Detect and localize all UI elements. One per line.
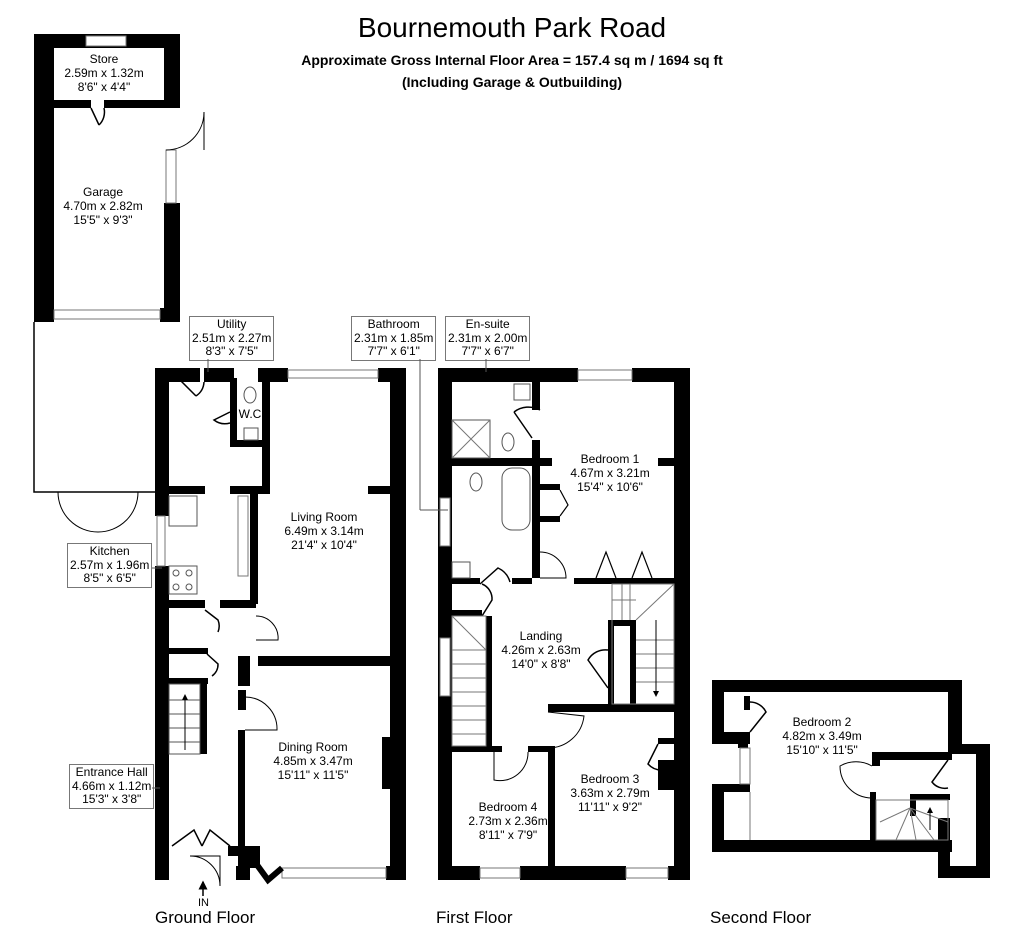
room-label-wc: W.C: [238, 407, 262, 421]
room-label-bedroom-1: Bedroom 1 4.67m x 3.21m 15'4" x 10'6": [570, 452, 650, 494]
carport-double-doors: [57, 491, 139, 533]
second-floor-plan: [712, 680, 990, 878]
ground-floor-stairs: [168, 683, 201, 755]
bedroom3-window: [625, 867, 669, 879]
kitchen-counter: [237, 495, 249, 577]
bedroom2-door-swing: [839, 761, 873, 799]
bath-icon: [501, 467, 531, 531]
bathroom-basin-icon: [451, 561, 471, 579]
garage-window: [53, 309, 161, 320]
bathroom-door-swing: [479, 567, 511, 585]
room-label-store: Store 2.59m x 1.32m 8'6" x 4'4": [64, 52, 144, 94]
garage-walls: [34, 34, 180, 322]
porch-double-doors: [171, 828, 231, 847]
kitchen-sink-icon: [168, 495, 198, 527]
bedroom1-wardrobe-door: [559, 489, 569, 517]
area-note: (Including Garage & Outbuilding): [401, 74, 623, 90]
ensuite-toilet-icon: [501, 432, 515, 452]
cupboard-door-swing: [204, 609, 220, 633]
bay-window: [249, 856, 284, 885]
room-label-bedroom-2: Bedroom 2 4.82m x 3.49m 15'10" x 11'5": [782, 715, 862, 757]
cupboard-door-swing-landing: [481, 583, 493, 617]
dining-room-window: [281, 867, 387, 879]
floor-name-second: Second Floor: [710, 908, 812, 927]
garage-door-swing: [165, 111, 205, 151]
bedroom1-wardrobes: [595, 550, 653, 579]
eaves-cupboard-door: [931, 759, 949, 790]
landing-window: [439, 637, 451, 697]
kitchen-window: [156, 515, 166, 567]
room-label-ensuite: En-suite 2.31m x 2.00m 7'7" x 6'7": [445, 316, 531, 361]
bedroom1-window: [577, 369, 633, 381]
first-floor-walls: [438, 368, 690, 880]
bathroom-toilet-icon: [469, 472, 483, 492]
bedroom4-door-swing: [493, 751, 529, 782]
area-summary: Approximate Gross Internal Floor Area = …: [301, 52, 723, 68]
store-window: [85, 35, 127, 47]
dining-room-door-swing: [244, 696, 278, 731]
carport-outline: [33, 322, 156, 493]
first-floor-plan: [438, 368, 690, 880]
living-room-window: [287, 369, 379, 379]
room-label-landing: Landing 4.26m x 2.63m 14'0" x 8'8": [501, 629, 581, 671]
store-door-swing: [90, 107, 106, 126]
first-floor-stairs: [451, 583, 675, 747]
ground-floor-walls: [155, 368, 406, 880]
room-label-bedroom-4: Bedroom 4 2.73m x 2.36m 8'11" x 7'9": [468, 800, 548, 842]
bedroom3-door-swing: [547, 711, 585, 749]
ensuite-basin-icon: [513, 383, 531, 401]
room-label-utility: Utility 2.51m x 2.27m 8'3" x 7'5": [189, 316, 275, 361]
wc-door-swing: [212, 411, 231, 425]
second-floor-stairs: [875, 799, 949, 841]
bedroom4-window: [479, 867, 521, 879]
room-label-bedroom-3: Bedroom 3 3.63m x 2.79m 11'11" x 9'2": [570, 772, 650, 814]
utility-door-swing: [179, 379, 205, 397]
bedroom1-door-swing: [539, 551, 567, 579]
landing-cupboard-door: [587, 649, 609, 689]
room-label-living-room: Living Room 6.49m x 3.14m 21'4" x 10'4": [284, 510, 364, 552]
wc-toilet-icon: [243, 386, 257, 404]
floor-name-ground: Ground Floor: [155, 908, 256, 927]
second-floor-walls: [712, 680, 990, 878]
bedroom3-cupboard-door: [647, 743, 663, 771]
room-label-entrance-hall: Entrance Hall 4.66m x 1.12m 15'3" x 3'8": [69, 764, 155, 809]
ground-floor-plan: [33, 34, 406, 896]
front-door-swing: [189, 855, 221, 887]
room-label-dining-room: Dining Room 4.85m x 3.47m 15'11" x 11'5": [273, 740, 353, 782]
living-room-door-swing: [255, 615, 279, 641]
ensuite-door-swing: [513, 406, 541, 439]
room-label-bathroom: Bathroom 2.31m x 1.85m 7'7" x 6'1": [351, 316, 437, 361]
wc-basin-icon: [243, 427, 259, 441]
plan-title: Bournemouth Park Road: [357, 12, 667, 43]
floor-name-first: First Floor: [436, 908, 513, 927]
room-label-garage: Garage 4.70m x 2.82m 15'5" x 9'3": [63, 185, 143, 227]
bedroom2-window: [739, 747, 751, 785]
cupboard-2-door-swing: [206, 653, 219, 677]
bathroom-window: [439, 497, 451, 547]
hob-icon: [168, 565, 198, 595]
garage-side-window: [165, 149, 177, 204]
entrance-in-label: IN: [198, 897, 209, 909]
room-label-kitchen: Kitchen 2.57m x 1.96m 8'5" x 6'5": [67, 543, 153, 588]
bedroom2-cupboard-door: [749, 701, 767, 733]
